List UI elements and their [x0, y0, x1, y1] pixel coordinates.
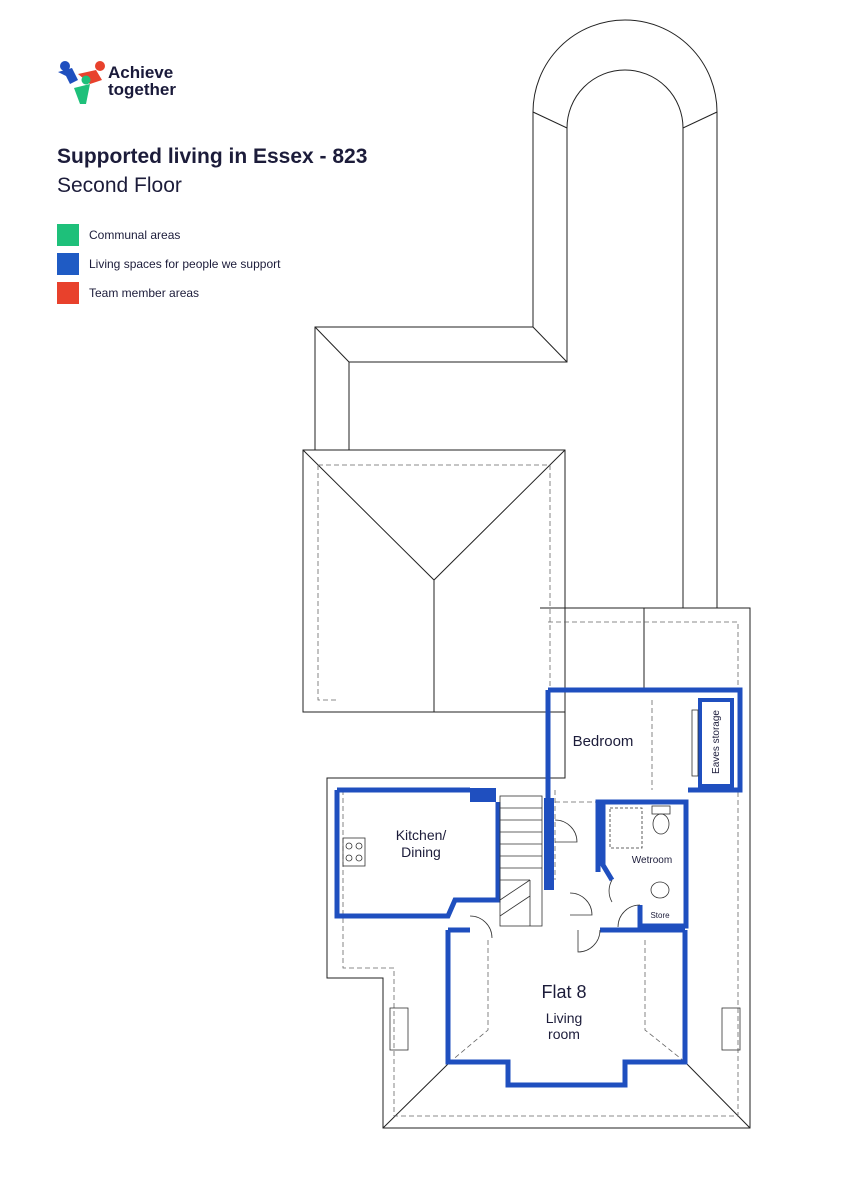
roof-window-right — [721, 1007, 741, 1051]
roof-outline — [302, 19, 751, 1129]
toilet-cistern-icon — [651, 805, 671, 815]
room-label-flat: Flat 8 — [541, 982, 586, 1002]
roof-window-left — [389, 1007, 409, 1051]
page-subtitle: Second Floor — [57, 174, 182, 197]
logo-wordmark: Achieve together — [108, 64, 176, 98]
legend-label-communal: Communal areas — [89, 228, 181, 242]
achieve-together-logo: Achieve together — [56, 58, 196, 104]
room-label-wetroom: Wetroom — [632, 855, 672, 866]
staircase — [499, 795, 543, 927]
page-title: Supported living in Essex - 823 — [57, 145, 368, 168]
room-label-kitchen-line2: Dining — [401, 844, 441, 860]
toilet-bowl-icon — [652, 813, 670, 835]
legend-label-living: Living spaces for people we support — [89, 257, 281, 271]
legend-item-communal: Communal areas — [57, 224, 280, 246]
room-label-living-line2: room — [548, 1026, 580, 1042]
fixtures — [342, 709, 741, 1051]
basin-icon — [650, 881, 670, 899]
legend-item-team: Team member areas — [57, 282, 280, 304]
logo-line-1: Achieve — [108, 63, 174, 82]
room-label-eaves-storage: Eaves storage — [711, 710, 722, 774]
flat-walls — [334, 687, 743, 1088]
logo-line-2: together — [108, 80, 176, 99]
legend-label-team: Team member areas — [89, 286, 200, 300]
legend: Communal areas Living spaces for people … — [57, 224, 280, 311]
legend-item-living: Living spaces for people we support — [57, 253, 280, 275]
eaves-door — [691, 709, 699, 777]
eaves-dashed-lines — [317, 464, 739, 1117]
room-label-bedroom: Bedroom — [573, 733, 634, 750]
shower-tray-icon — [609, 807, 643, 849]
legend-swatch-team — [57, 282, 79, 304]
legend-swatch-communal — [57, 224, 79, 246]
wall-fills — [470, 698, 734, 890]
room-label-store: Store — [650, 911, 670, 920]
logo-figures-icon — [58, 61, 105, 104]
legend-swatch-living — [57, 253, 79, 275]
door-swings — [469, 819, 641, 953]
room-label-kitchen-line1: Kitchen/ — [396, 827, 447, 843]
hob-icon — [342, 837, 366, 867]
room-label-living-line1: Living — [546, 1010, 583, 1026]
